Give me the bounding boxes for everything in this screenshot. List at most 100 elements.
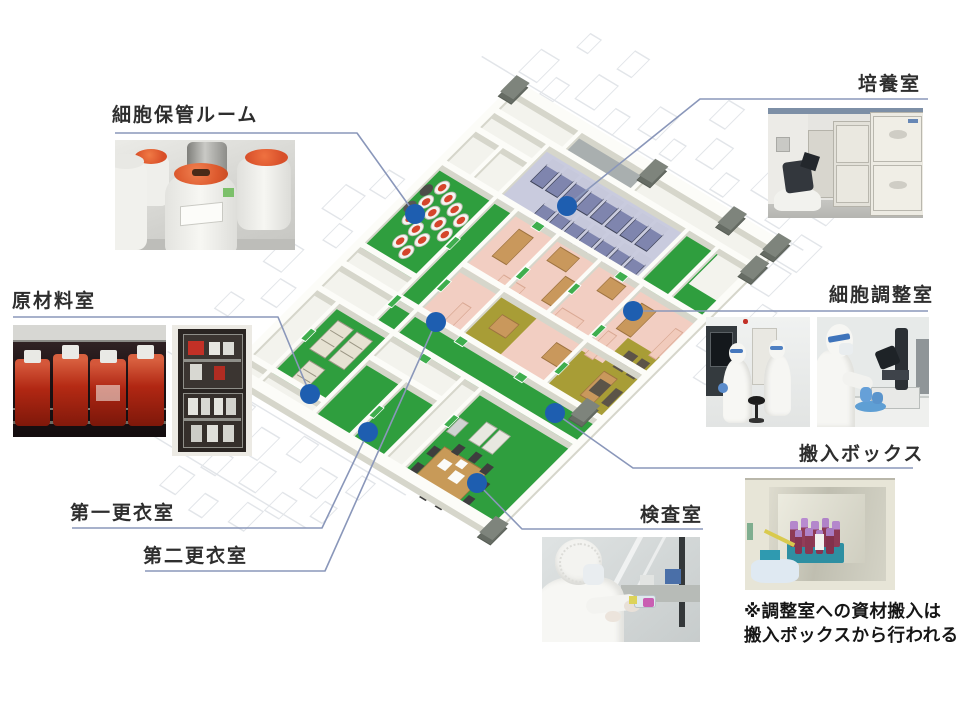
olive-floor-2: [543, 350, 604, 402]
latex-glove: [605, 610, 621, 623]
photo-culture: [768, 108, 923, 218]
tank-lid: [115, 154, 144, 169]
photo-raw-material-fridge: [172, 325, 252, 456]
goggle-strap: [729, 348, 744, 354]
red-reagent-box: [213, 365, 225, 381]
media-bottle: [127, 354, 165, 426]
reagent-pack: [223, 342, 235, 356]
blue-pad: [855, 400, 887, 412]
photo-carry-in-box: [745, 478, 895, 590]
test-tube: [811, 520, 819, 548]
face-mask: [583, 564, 604, 586]
leader-raw-material: [13, 316, 311, 395]
test-tube: [832, 520, 840, 548]
label-inspection: 検査室: [640, 504, 704, 526]
bottle-cap: [100, 349, 118, 364]
status-lamp: [743, 319, 748, 324]
top-line: [745, 478, 895, 481]
label-raw-material: 原材料室: [12, 290, 97, 312]
door-handle: [746, 522, 754, 540]
label-cell-processing: 細胞調整室: [829, 284, 935, 306]
label-carry-in-box: 搬入ボックス: [799, 443, 925, 465]
latex-glove: [624, 600, 640, 612]
carry-in-note: ※調整室への資材搬入は 搬入ボックスから行われる: [744, 600, 959, 648]
bottle-label: [95, 385, 121, 402]
cleanroom-worker: [817, 350, 856, 427]
bottle-cap: [136, 345, 154, 359]
test-tube: [800, 518, 808, 548]
note-line-2: 搬入ボックスから行われる: [744, 626, 959, 646]
stool-base: [748, 418, 765, 423]
marker-cell-processing: [623, 301, 643, 321]
incubator-door: [836, 124, 870, 163]
entrance-gray-floor: [559, 134, 648, 197]
photo-raw-material-bottles: [13, 325, 166, 437]
sticker: [223, 188, 234, 198]
cleanroom-worker: [722, 358, 752, 423]
door-handle: [888, 180, 908, 190]
bottle-cap: [23, 349, 41, 364]
pink-tube: [643, 597, 655, 608]
fridge-top: [13, 325, 166, 342]
sterile-wrap: [751, 558, 799, 584]
microscope-stage: [881, 369, 909, 380]
stool-pole: [754, 402, 758, 419]
leader-inspection: [476, 482, 703, 530]
flask-cap: [628, 595, 637, 605]
leader-changing-1: [72, 431, 369, 529]
photo-cell-processing-2: [817, 317, 929, 427]
lid-handle: [192, 168, 211, 177]
leader-carry-in-box: [554, 412, 913, 469]
cryo-tank: [115, 162, 148, 250]
teal-tray: [760, 549, 780, 560]
equipment-rack: [915, 339, 929, 394]
marker-inspection: [467, 473, 487, 493]
reagent-bottle: [213, 398, 224, 416]
reagent-pack: [189, 364, 203, 381]
bench-item: [639, 574, 655, 586]
photo-cell-processing-1: [706, 317, 810, 427]
wall-picture: [775, 136, 791, 152]
photo-cell-storage: [115, 140, 295, 250]
cleanroom-worker: [764, 354, 792, 416]
marker-raw-material: [300, 384, 320, 404]
incubator-door: [836, 165, 870, 204]
test-tube: [821, 518, 829, 548]
test-tube: [794, 529, 802, 555]
test-tube: [805, 528, 813, 555]
worker-hood: [728, 343, 746, 364]
reagent-bottle: [226, 398, 236, 416]
leader-changing-2: [145, 321, 437, 572]
cryo-tank: [237, 157, 292, 231]
blue-box: [665, 568, 682, 585]
display-label: [907, 119, 919, 124]
reagent-bottle: [191, 424, 203, 442]
note-line-1: ※調整室への資材搬入は: [744, 602, 942, 622]
leader-cell-storage: [115, 132, 416, 215]
blue-glove: [859, 387, 872, 402]
shelf-line: [183, 359, 241, 362]
test-tube: [826, 528, 834, 555]
location-markers: [300, 196, 643, 493]
bottle-cap: [61, 345, 79, 359]
media-bottle: [52, 354, 88, 426]
label-cell-storage: 細胞保管ルーム: [112, 104, 259, 126]
test-tube: [790, 520, 798, 548]
stool-seat: [747, 396, 766, 405]
media-bottle: [14, 358, 50, 426]
photo-inspection: [542, 537, 700, 642]
ceiling-strip: [768, 108, 923, 114]
shelf-line: [183, 418, 241, 421]
red-reagent-box: [188, 340, 204, 356]
leader-lines: [13, 98, 928, 572]
tank-lid: [244, 148, 288, 167]
blue-glove: [871, 391, 884, 404]
support-pole: [679, 537, 685, 628]
label-culture: 培養室: [858, 73, 922, 95]
worker-mask: [839, 343, 853, 356]
marker-culture: [557, 196, 577, 216]
blue-glove: [718, 383, 728, 393]
cap-mesh: [559, 543, 602, 583]
processing-furniture: [442, 228, 684, 408]
